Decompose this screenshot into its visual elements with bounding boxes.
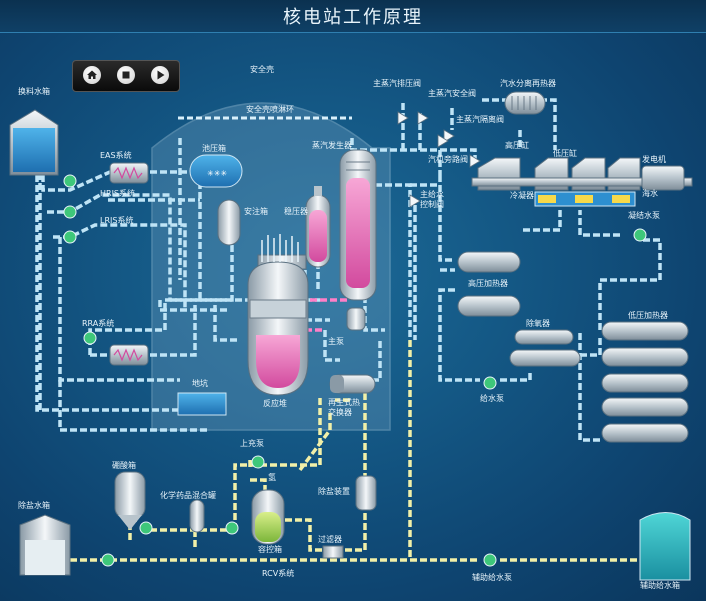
boric-acid-tank [114, 471, 146, 530]
label-seawater: 海水 [642, 189, 658, 198]
boric-pump [139, 521, 153, 535]
label-feed-pump: 给水泵 [480, 394, 504, 403]
chem-pump [225, 521, 239, 535]
rra-pump [83, 331, 97, 345]
desalted-water-tank [19, 514, 71, 576]
label-aux-feed-tank: 辅助给水箱 [640, 581, 680, 590]
playback-controls [72, 60, 180, 92]
deaerator [509, 329, 581, 367]
label-rra: RRA系统 [82, 319, 115, 328]
eas-pump [63, 174, 77, 188]
label-charge-pump: 上充泵 [240, 439, 264, 448]
label-steam-gen: 蒸汽发生器 [312, 141, 352, 150]
valves [397, 111, 481, 208]
label-cond-pump: 凝结水泵 [628, 211, 660, 220]
label-vct: 容控箱 [258, 545, 282, 554]
pumps [63, 174, 647, 567]
reactor-vessel [247, 254, 309, 396]
label-hp-turbine: 高压缸 [505, 141, 529, 150]
label-hp-heater: 高压加热器 [468, 279, 508, 288]
aux-feed-pump [483, 553, 497, 567]
charge-pump [251, 455, 265, 469]
label-feed-control: 主给水 控制阀 [420, 190, 444, 209]
label-spray-ring: 安全壳喷淋环 [246, 105, 294, 114]
turbine-generator [471, 157, 693, 207]
label-pressurizer: 稳压器 [284, 207, 308, 216]
label-safety-tank: 安注箱 [244, 207, 268, 216]
label-bypass: 汽机旁路阀 [428, 155, 468, 164]
label-desalt-device: 除盐装置 [318, 487, 350, 496]
volume-control-tank [251, 489, 285, 545]
lhsi-pump [63, 230, 77, 244]
label-desalt-tank: 除盐水箱 [18, 501, 50, 510]
play-button[interactable] [151, 66, 169, 84]
stop-button[interactable] [117, 66, 135, 84]
label-hydrogen: 氢 [268, 473, 276, 482]
label-containment: 安全壳 [250, 65, 274, 74]
condensate-pump [633, 228, 647, 242]
label-main-safety: 主蒸汽安全阀 [428, 89, 476, 98]
chemical-mixing-tank [189, 499, 205, 533]
label-lhsi: LRIS系统 [100, 216, 134, 225]
label-aux-feed-pump: 辅助给水泵 [472, 573, 512, 582]
label-generator: 发电机 [642, 155, 666, 164]
label-condenser: 冷凝器 [510, 191, 534, 200]
label-eas: EAS系统 [100, 151, 132, 160]
filter [322, 545, 344, 559]
page-title: 核电站工作原理 [283, 7, 423, 28]
label-hhsi: HRIS系统 [100, 189, 136, 198]
label-sump: 地坑 [192, 379, 208, 388]
control-rods [261, 234, 299, 262]
aux-feed-tank [639, 512, 691, 581]
moisture-separator [504, 91, 546, 115]
label-main-relief: 主蒸汽排压阀 [373, 79, 421, 88]
pressurizer [305, 186, 331, 268]
svg-text:✳✳✳: ✳✳✳ [207, 169, 227, 178]
regenerative-heat-exchanger [329, 374, 376, 394]
label-lp-heater: 低压加热器 [628, 311, 668, 320]
eas-heat-exchanger [109, 162, 149, 184]
sump [177, 392, 227, 416]
label-main-pump: 主泵 [328, 337, 344, 346]
home-button[interactable] [83, 66, 101, 84]
feed-pump [483, 376, 497, 390]
pool-tank: ✳✳✳ [189, 154, 243, 188]
label-reactor: 反应堆 [263, 399, 287, 408]
stop-icon [122, 71, 130, 79]
label-pool-tank: 池压箱 [202, 144, 226, 153]
label-main-isolation: 主蒸汽隔离阀 [456, 115, 504, 124]
hhsi-pump [63, 205, 77, 219]
desalination-device [355, 475, 377, 511]
safety-injection-tank [217, 199, 241, 246]
play-icon [157, 70, 165, 80]
steam-generator [339, 149, 377, 301]
label-filter: 过滤器 [318, 535, 342, 544]
title-bar: 核电站工作原理 [0, 0, 706, 33]
label-lp-turbine: 低压缸 [553, 149, 577, 158]
label-rcv: RCV系统 [262, 569, 295, 578]
label-boric-tank: 硼酸箱 [112, 461, 136, 470]
label-moisture-sep: 汽水分离再热器 [500, 79, 556, 88]
hp-heaters [457, 251, 521, 317]
rra-heat-exchanger [109, 344, 149, 366]
label-eas-tank: 换料水箱 [18, 87, 50, 96]
eas-tank [9, 109, 59, 176]
lp-heaters [601, 321, 689, 443]
home-icon [87, 70, 97, 79]
label-deaerator: 除氧器 [526, 319, 550, 328]
desalt-pump [101, 553, 115, 567]
label-chem-tank: 化学药品混合罐 [160, 491, 216, 500]
main-pump [346, 307, 366, 331]
label-regen-hx: 再生式热 交换器 [328, 398, 360, 417]
